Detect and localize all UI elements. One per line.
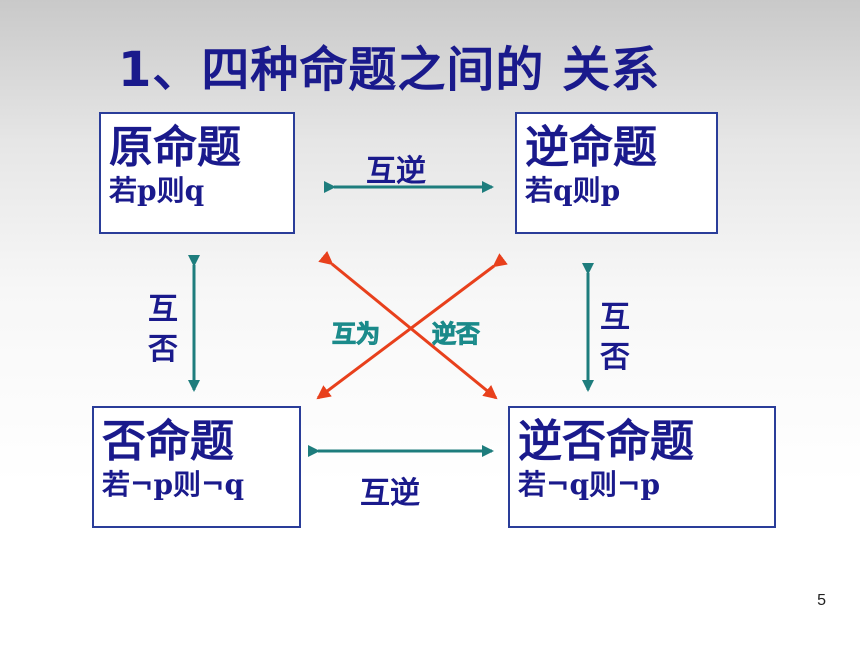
original-proposition-condition: 若p则q xyxy=(109,174,205,207)
original-proposition-box: 原命题 若p则q xyxy=(99,112,295,234)
relation-label-right-char-2: 否 xyxy=(600,340,630,375)
inverse-proposition-condition: 若¬p则¬q xyxy=(102,468,245,501)
relation-label-left-char-2: 否 xyxy=(148,332,178,367)
contrapositive-arrow-2 xyxy=(316,253,508,400)
relation-label-left: 互 否 xyxy=(146,290,180,370)
relation-label-diagonal-right: 逆否 xyxy=(432,320,481,349)
page-number: 5 xyxy=(817,592,826,609)
converse-proposition-condition: 若q则p xyxy=(525,174,621,207)
converse-proposition-name: 逆命题 xyxy=(525,122,657,173)
page-title: 1、四种命题之间的 关系 xyxy=(118,42,661,98)
relation-label-diagonal-left: 互为 xyxy=(332,320,381,349)
relation-label-right: 互 否 xyxy=(598,298,632,378)
original-proposition-name: 原命题 xyxy=(109,122,241,173)
contrapositive-proposition-name: 逆否命题 xyxy=(518,416,694,467)
converse-proposition-box: 逆命题 若q则p xyxy=(515,112,718,234)
relation-label-top: 互逆 xyxy=(366,154,426,189)
contrapositive-proposition-condition: 若¬q则¬p xyxy=(518,468,661,501)
inverse-proposition-box: 否命题 若¬p则¬q xyxy=(92,406,301,528)
contrapositive-proposition-box: 逆否命题 若¬q则¬p xyxy=(508,406,776,528)
relation-label-right-char-1: 互 xyxy=(600,300,630,335)
relation-label-left-char-1: 互 xyxy=(148,292,178,327)
inverse-proposition-name: 否命题 xyxy=(102,416,234,467)
relation-label-bottom: 互逆 xyxy=(360,476,420,511)
